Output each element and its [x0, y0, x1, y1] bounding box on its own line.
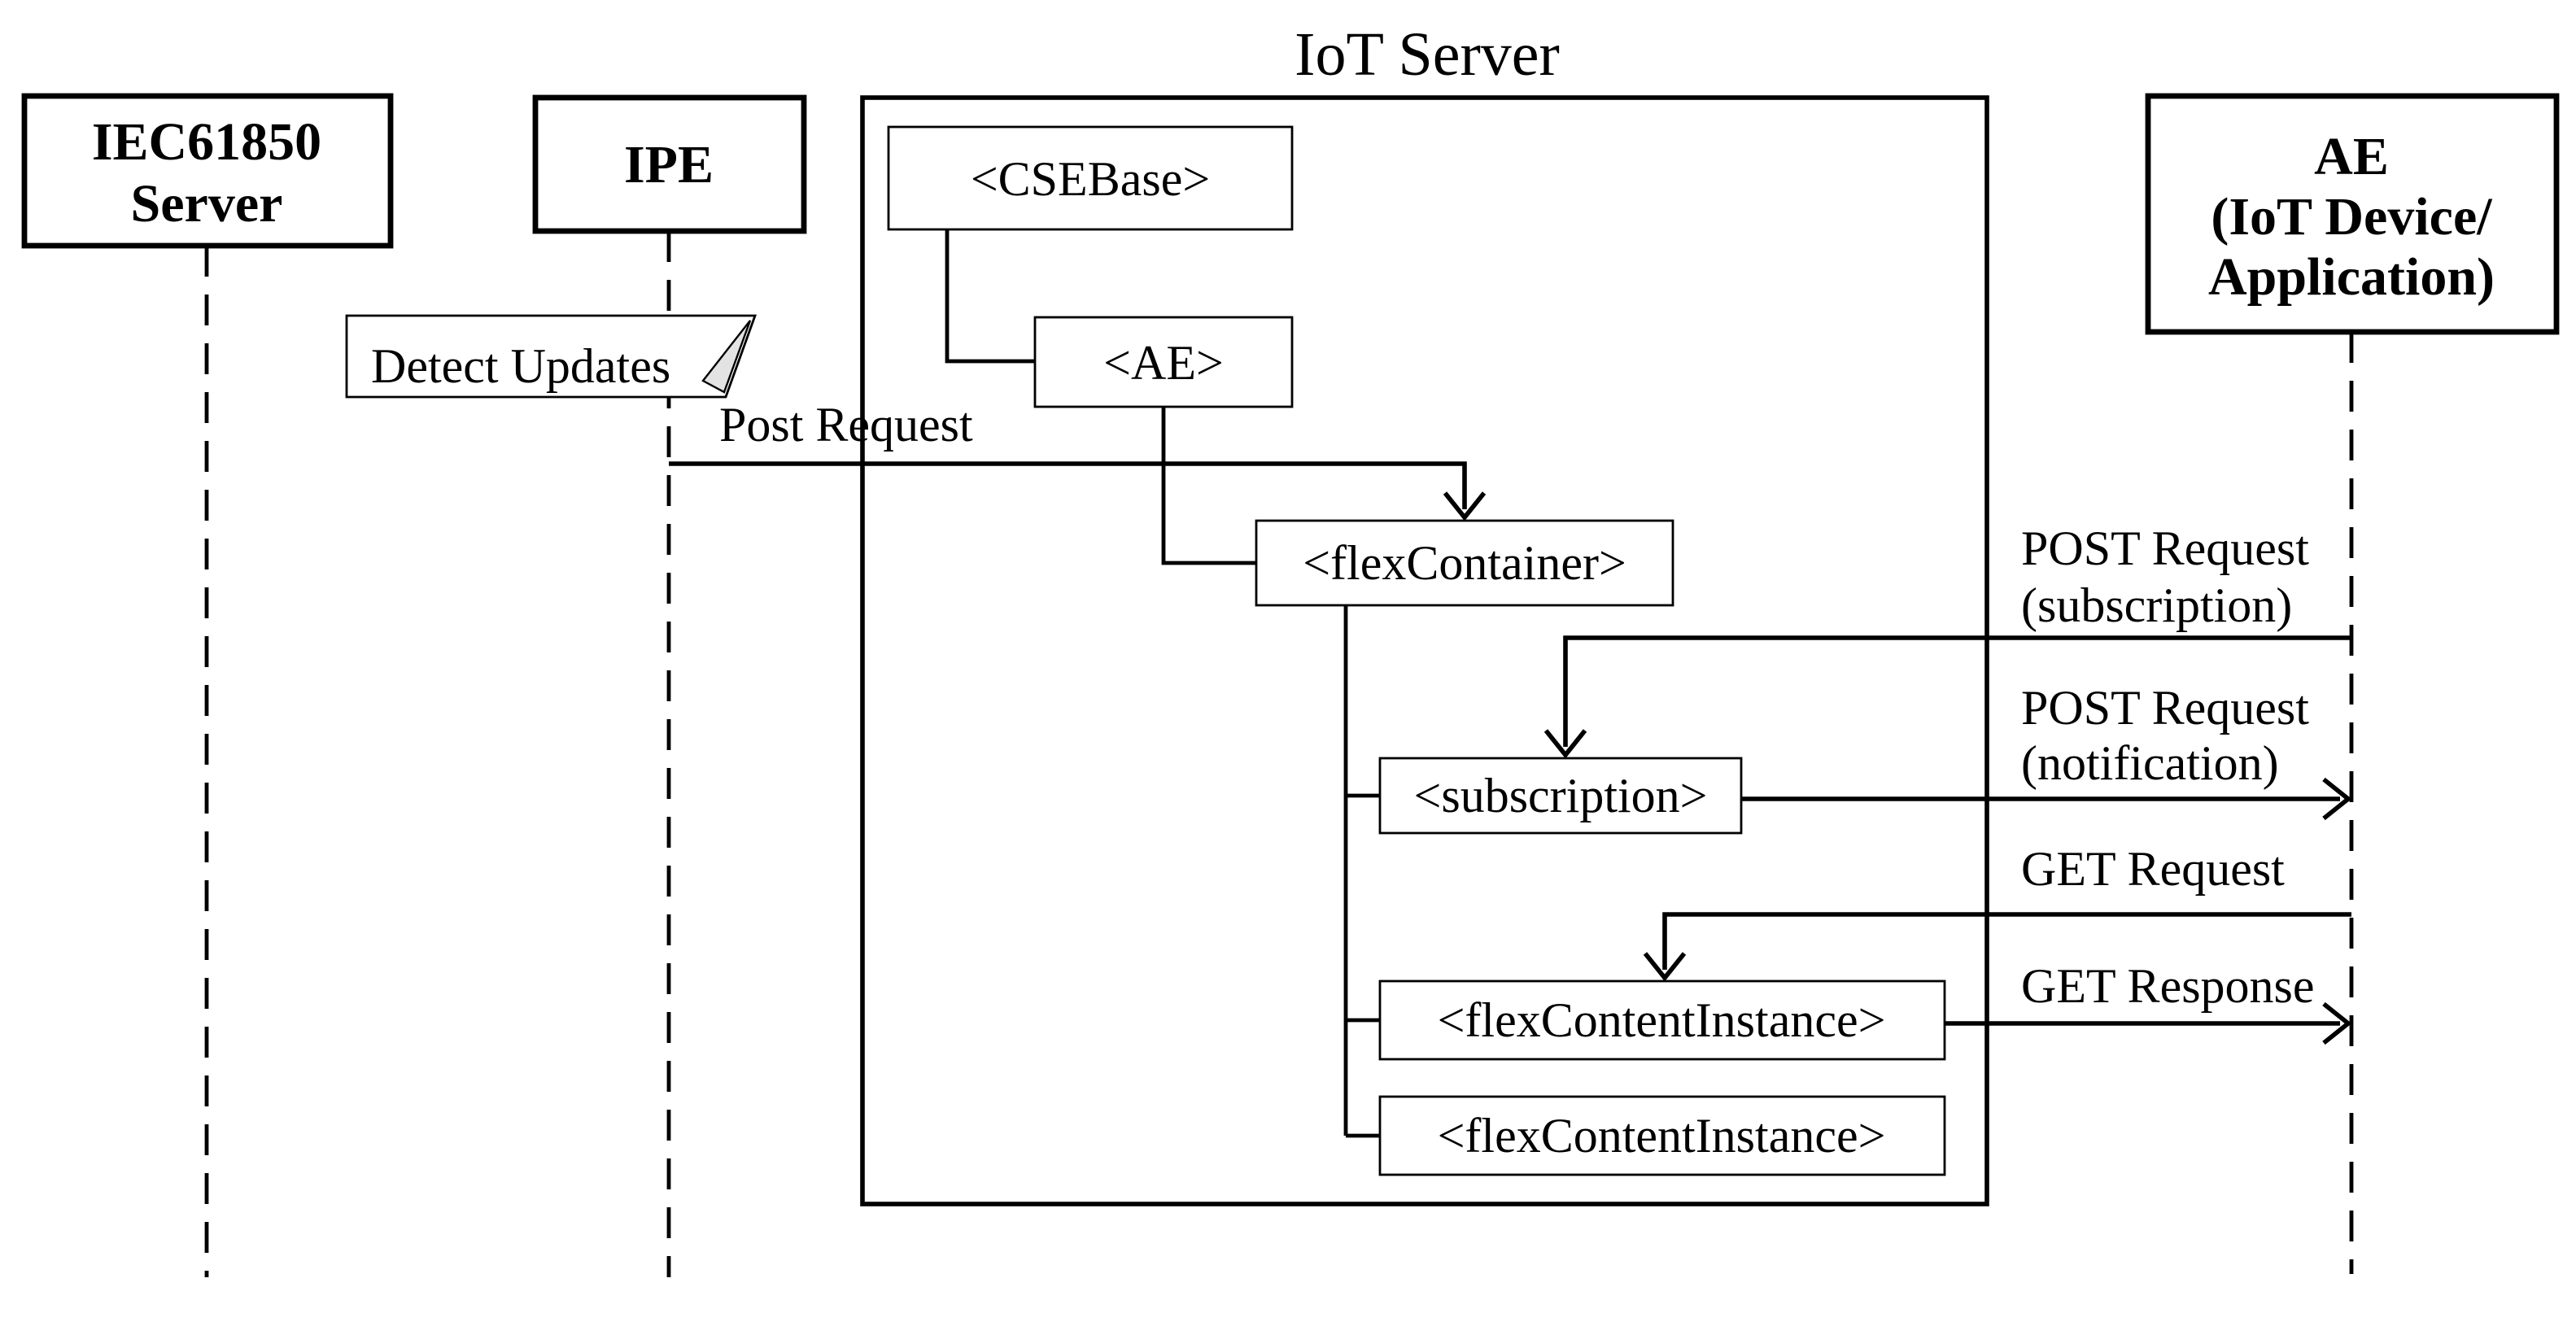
- note-folded-corner-icon: [701, 320, 752, 394]
- message-post-request-label: Post Request: [719, 398, 973, 452]
- actor-ae-device-label-line3: Application): [2208, 247, 2495, 307]
- resource-ae-label: <AE>: [1103, 336, 1224, 390]
- actor-iec61850-server-box: [21, 93, 394, 249]
- message-get-response-arrowhead: [2322, 1001, 2352, 1045]
- resource-flexcontentinstance-2-box: [1378, 1095, 1946, 1176]
- message-get-request-label: GET Request: [2021, 842, 2285, 896]
- actor-ae-device-box: [2145, 93, 2560, 335]
- resource-subscription-label: <subscription>: [1414, 769, 1708, 822]
- actor-ae-device: AE (IoT Device/ Application): [2145, 93, 2560, 335]
- resource-csebase-box: [887, 125, 1294, 231]
- message-post-subscription-arrowhead: [1543, 729, 1587, 759]
- resource-flexcontentinstance-2: <flexContentInstance>: [1378, 1095, 1946, 1176]
- resource-csebase: <CSEBase>: [887, 125, 1294, 231]
- resource-csebase-label: <CSEBase>: [971, 152, 1210, 206]
- message-get-response: GET Response: [1945, 959, 2352, 1045]
- message-post-notification-label-line2: (notification): [2021, 736, 2279, 790]
- actor-iec61850-server-label-line2: Server: [131, 174, 283, 233]
- note-detect-updates-label: Detect Updates: [371, 339, 670, 393]
- resource-flexcontentinstance-1: <flexContentInstance>: [1378, 979, 1946, 1061]
- actor-ipe: IPE: [532, 94, 807, 234]
- connector-ae-to-flexcontainer: [1161, 407, 1256, 565]
- message-post-subscription-line: [1563, 635, 2351, 747]
- message-post-request-line: [669, 461, 1467, 509]
- resource-ae: <AE>: [1033, 316, 1294, 408]
- message-post-notification-arrowhead: [2322, 777, 2352, 821]
- resource-flexcontainer-label: <flexContainer>: [1303, 536, 1626, 590]
- note-detect-updates: Detect Updates: [345, 314, 757, 399]
- message-get-request-line: [1662, 912, 2351, 970]
- note-detect-updates-body: [345, 314, 757, 399]
- resource-flexcontainer: <flexContainer>: [1255, 519, 1674, 607]
- resource-flexcontainer-box: [1255, 519, 1674, 607]
- iot-server-frame: [860, 95, 1989, 1206]
- resource-flexcontentinstance-1-label: <flexContentInstance>: [1438, 993, 1886, 1047]
- actor-ae-device-label-line2: (IoT Device/: [2211, 187, 2493, 246]
- message-get-request: GET Request: [1643, 842, 2351, 982]
- message-post-subscription-label-line1: POST Request: [2021, 521, 2309, 575]
- actor-iec61850-server: IEC61850 Server: [21, 93, 394, 249]
- diagram-title: IoT Server: [1295, 20, 1560, 89]
- message-post-request: Post Request: [669, 398, 1487, 521]
- actor-ipe-box: [532, 94, 807, 234]
- actor-iec61850-server-label-line1: IEC61850: [92, 112, 321, 172]
- resource-flexcontentinstance-2-label: <flexContentInstance>: [1438, 1109, 1886, 1163]
- message-post-notification-label-line1: POST Request: [2021, 681, 2309, 735]
- message-get-request-arrowhead: [1643, 952, 1687, 982]
- message-post-subscription-label-line2: (subscription): [2021, 578, 2292, 632]
- message-post-notification: POST Request (notification): [1741, 681, 2352, 821]
- message-get-response-label: GET Response: [2021, 959, 2315, 1013]
- message-post-request-arrowhead: [1443, 491, 1487, 521]
- resource-subscription: <subscription>: [1378, 757, 1743, 835]
- resource-subscription-box: [1378, 757, 1743, 835]
- resource-flexcontentinstance-1-box: [1378, 979, 1946, 1061]
- actor-ae-device-label-line1: AE: [2314, 127, 2389, 186]
- connector-csebase-to-ae: [945, 229, 1035, 364]
- message-post-subscription: POST Request (subscription): [1543, 521, 2351, 759]
- actor-ipe-label: IPE: [624, 135, 714, 194]
- resource-ae-box: [1033, 316, 1294, 408]
